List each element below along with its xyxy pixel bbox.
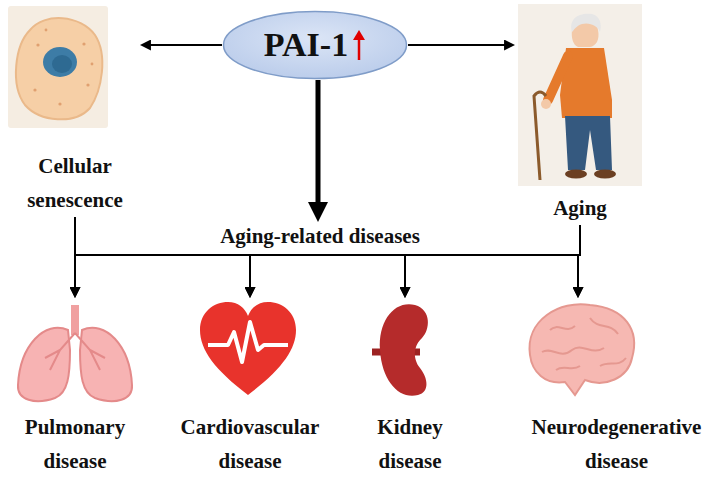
lungs-icon-part [18,328,70,401]
elderly-person-illustration-part [565,116,612,170]
node-content: PAI-1 [222,10,408,80]
connector-arrow [250,225,580,294]
connector-arrow [75,217,578,294]
increase-arrow-head [353,30,365,40]
cell-illustration-part [82,42,85,45]
illustrated-node: Cellular senescence [10,5,140,217]
elderly-person-illustration-part [518,4,642,186]
node-label: Neurodegenerative disease [512,410,722,478]
cell-illustration-part [16,18,102,119]
cell-illustration-part [58,102,61,105]
node-content: Pulmonary disease [0,298,150,478]
elderly-person-illustration-part [541,99,551,109]
cell-illustration-part [36,43,39,46]
cell-illustration-part [8,6,108,128]
node-content: Cellular senescence [10,5,140,217]
heart-icon [200,302,296,395]
node-label: Cardiovascular disease [170,410,330,478]
connector-arrow [408,44,511,46]
node-label: Kidney disease [360,410,460,478]
disease-node: Cardiovascular disease [170,298,330,478]
elderly-person-illustration [518,4,642,186]
heart-icon-part [208,322,288,362]
brain-icon [530,304,635,395]
elderly-person-illustration-part [565,170,587,179]
brain-icon-part [530,304,635,395]
elderly-person-illustration-part [594,170,616,179]
connector-arrow [144,44,222,46]
node-content: Cardiovascular disease [170,298,330,478]
lungs-icon-part [45,333,105,370]
connector-arrow [405,225,580,294]
kidney-icon-part [380,304,428,396]
cell-illustration-part [91,63,94,66]
elderly-person-illustration-part [548,56,568,100]
node-label: Aging [515,191,645,225]
elderly-person-illustration-part [534,92,546,180]
increase-arrow-shaft [358,38,361,60]
elderly-person-illustration-part [571,14,601,32]
connector-arrow [316,80,321,215]
cell-illustration-part [43,47,77,77]
heart-icon-part [200,302,296,395]
disease-node: Neurodegenerative disease [505,298,728,478]
connector-arrow [74,217,76,294]
node-label: Aging-related diseases [180,222,460,250]
node-content: Aging-related diseases [180,222,460,250]
increase-arrow [352,28,366,62]
group-heading: Aging-related diseases [180,222,460,250]
brain-icon-part [542,318,626,370]
cell-illustration-part [45,29,48,32]
connector-arrow [75,217,250,294]
disease-node: Kidney disease [355,298,465,478]
node-content: Neurodegenerative disease [505,298,728,478]
lungs-icon-part [80,328,132,401]
node-label: Pulmonary disease [10,410,140,478]
kidney-icon [372,304,428,396]
lungs-icon [18,305,132,401]
ellipse-shape [224,12,407,79]
central-ellipse: PAI-1 [222,10,408,80]
cell-illustration-part [86,83,89,86]
connector-arrow [578,225,580,294]
cell-illustration-part [52,55,72,73]
lungs-icon-part [71,305,79,335]
node-label: Cellular senescence [10,149,140,217]
disease-node: Pulmonary disease [0,298,150,478]
cell-illustration [8,6,108,128]
connector-arrow [75,225,580,294]
illustrated-node: Aging [515,0,645,225]
connector-arrow [75,217,405,294]
node-content: Aging [515,0,645,225]
cell-illustration-part [33,88,36,91]
node-content: Kidney disease [355,298,465,478]
node-label: PAI-1 [264,25,348,65]
